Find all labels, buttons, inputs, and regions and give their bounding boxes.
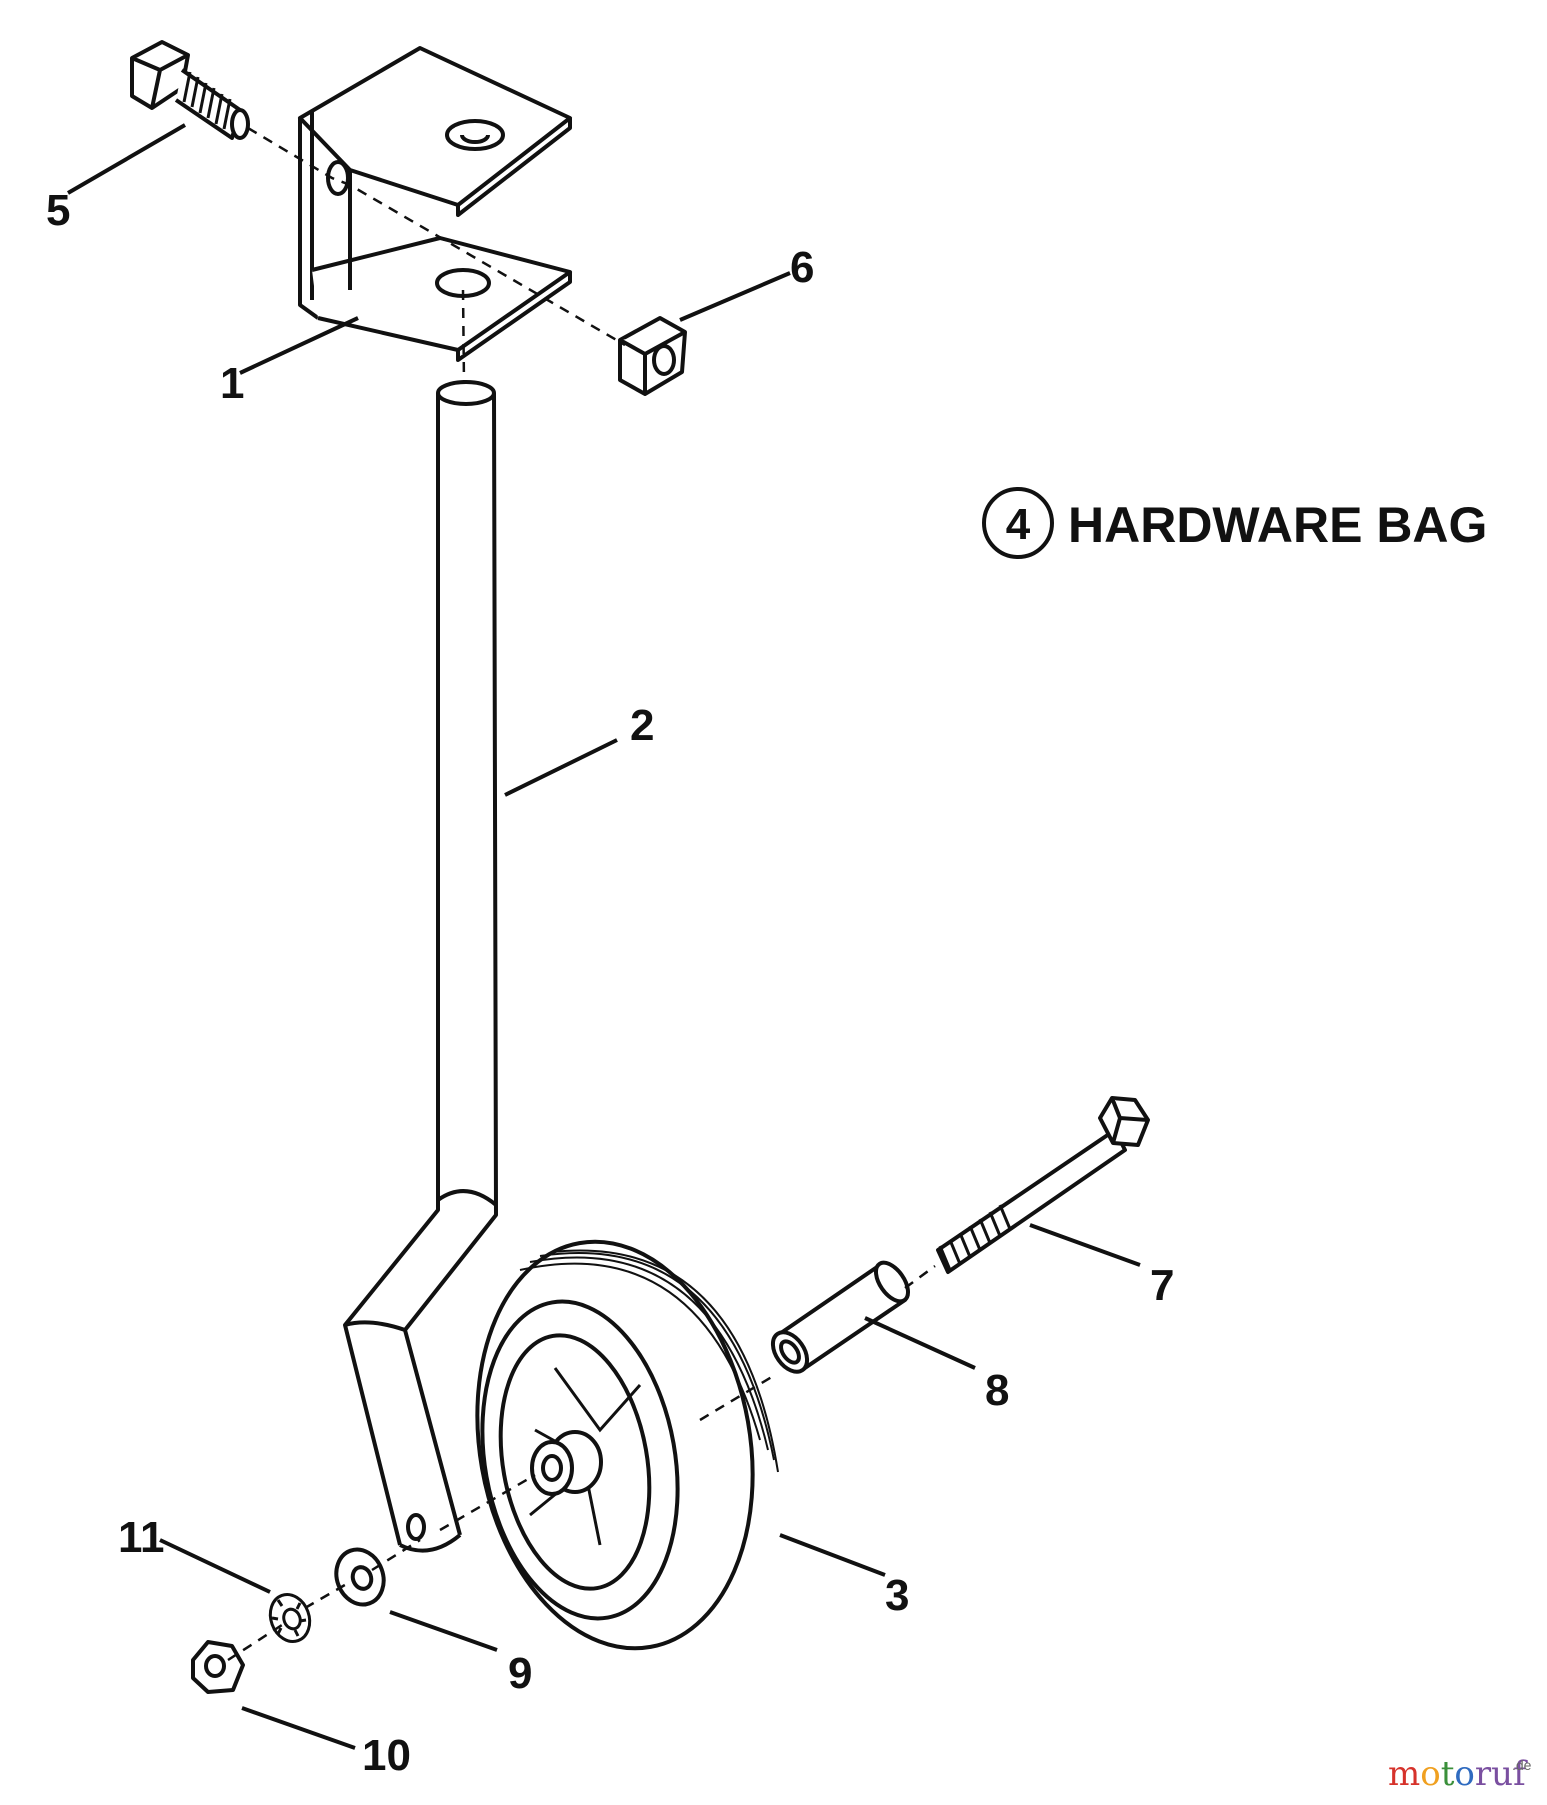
callout-8: 8 — [985, 1366, 1009, 1415]
legend-number: 4 — [1006, 500, 1031, 549]
spacer-part — [770, 1260, 910, 1374]
watermark-brand: motoruf — [1388, 1754, 1528, 1794]
callout-2: 2 — [630, 701, 654, 750]
bracket-part — [298, 46, 572, 362]
callout-10: 10 — [362, 1731, 411, 1780]
callout-1: 1 — [220, 359, 244, 408]
wheel-part — [475, 1239, 779, 1651]
lock-washer-part — [268, 1593, 312, 1643]
callout-9: 9 — [508, 1649, 532, 1698]
legend-label: HARDWARE BAG — [1068, 497, 1487, 553]
assembly-lines — [227, 126, 936, 1662]
watermark: motoruf .de — [1388, 1754, 1532, 1794]
legend-circle — [982, 487, 1054, 559]
hardware-bag-legend: 4 HARDWARE BAG — [982, 487, 1487, 559]
hex-nut-part — [191, 1640, 245, 1694]
carriage-bolt-part — [130, 40, 250, 140]
callout-6: 6 — [790, 243, 814, 292]
leader-lines — [66, 123, 1141, 1750]
watermark-suffix: .de — [1512, 1757, 1532, 1773]
flat-washer-part — [334, 1547, 386, 1607]
callout-5: 5 — [46, 186, 70, 235]
callout-11: 11 — [118, 1513, 165, 1562]
callout-3: 3 — [885, 1571, 909, 1620]
hex-bolt-part — [936, 1096, 1150, 1274]
caster-rod-part — [343, 380, 498, 1553]
square-nut-part — [618, 316, 687, 396]
callout-7: 7 — [1150, 1261, 1174, 1310]
